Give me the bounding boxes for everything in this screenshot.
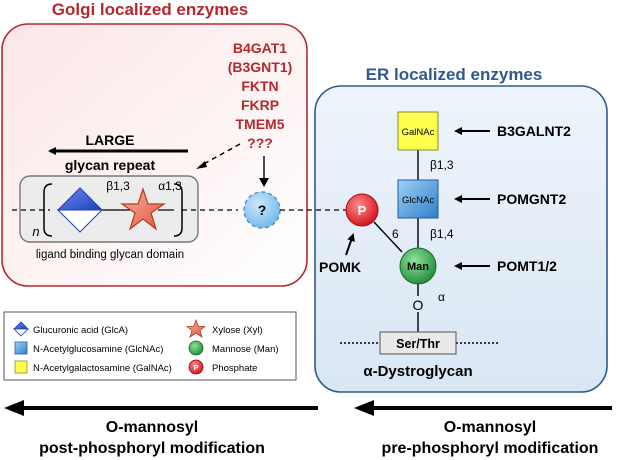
bond-b13-label: β1,3	[430, 158, 454, 172]
golgi-enzyme-fkrp: FKRP	[241, 97, 279, 113]
galnac-label: GalNAc	[402, 127, 435, 138]
bond-6-label: 6	[392, 227, 399, 241]
large-label: LARGE	[86, 132, 135, 148]
mannose-circle-icon	[399, 247, 437, 285]
legend-phosphate-icon	[188, 359, 204, 375]
legend-glca-label: Glucuronic acid (GlcA)	[33, 325, 128, 336]
glca-xyl-bond-label: β1,3	[106, 179, 130, 193]
legend-star-icon	[185, 318, 207, 338]
enzyme-pomgnt2: POMGNT2	[497, 191, 566, 207]
dystroglycan-label: α-Dystroglycan	[363, 363, 472, 380]
post-phosphoryl-line2: post-phosphoryl modification	[39, 440, 265, 457]
legend-blue-square-icon	[14, 341, 28, 355]
phosphate-man-bond	[373, 221, 403, 253]
legend-glca: Glucuronic acid (GlcA)	[13, 321, 128, 337]
pomk-arrow	[345, 233, 355, 256]
phosphate-label: P	[358, 203, 367, 218]
post-phosphoryl-arrowhead	[4, 400, 24, 416]
pre-phosphoryl-line2: pre-phosphoryl modification	[382, 440, 599, 457]
legend-glcnac: N-Acetylglucosamine (GlcNAc)	[14, 341, 163, 355]
phosphate-circle-icon	[345, 193, 379, 227]
legend-xylose-label: Xylose (Xyl)	[212, 325, 263, 336]
golgi-title: Golgi localized enzymes	[52, 0, 249, 19]
galnac-square-icon	[397, 111, 439, 151]
golgi-enzyme-b3gnt1: (B3GNT1)	[228, 59, 293, 75]
legend-galnac-label: N-Acetylgalactosamine (GalNAc)	[33, 363, 172, 374]
legend-yellow-square-icon	[14, 360, 28, 374]
glca-diamond-icon	[56, 187, 104, 233]
xylose-star-icon	[120, 187, 166, 231]
glcnac-label: GlcNAc	[402, 195, 434, 206]
o-linkage-label: O	[413, 297, 424, 313]
serthr-box	[379, 331, 457, 355]
bond-alpha-label: α	[438, 290, 445, 304]
legend-phosphate: P Phosphate	[188, 359, 257, 375]
mannose-label: Man	[407, 261, 429, 273]
legend-phosphate-label: Phosphate	[212, 363, 257, 374]
legend-glcnac-label: N-Acetylglucosamine (GlcNAc)	[33, 344, 163, 355]
pre-phosphoryl-arrowhead	[354, 400, 374, 416]
er-title: ER localized enzymes	[366, 65, 543, 84]
glcnac-square-icon	[397, 179, 439, 219]
enzyme-to-unknown-arrowhead	[259, 178, 269, 187]
enzyme-to-repeat-arrowhead	[196, 161, 207, 169]
golgi-enzyme-tmem5: TMEM5	[236, 116, 285, 132]
post-phosphoryl-line1: O-mannosyl	[106, 419, 198, 436]
legend-mannose: Mannose (Man)	[188, 340, 279, 356]
repeat-left-bracket	[43, 183, 53, 237]
legend-phosphate-symbol: P	[193, 363, 198, 372]
pre-phosphoryl-line1: O-mannosyl	[444, 419, 536, 436]
glycan-repeat-label: glycan repeat	[65, 157, 156, 173]
enzyme-b3galnt2: B3GALNT2	[497, 123, 571, 139]
golgi-enzyme-fktn: FKTN	[241, 78, 278, 94]
enzyme-to-repeat-arrow	[199, 143, 241, 167]
legend-green-circle-icon	[188, 340, 204, 356]
legend-mannose-label: Mannose (Man)	[212, 344, 279, 355]
er-panel	[314, 85, 608, 393]
enzyme-pomk: POMK	[319, 259, 361, 275]
golgi-enzyme-unknown: ???	[247, 135, 273, 151]
bond-b14-label: β1,4	[430, 227, 454, 241]
legend-xylose: Xylose (Xyl)	[185, 318, 263, 338]
ligand-domain-label: ligand binding glycan domain	[36, 249, 184, 261]
legend-box	[3, 311, 297, 381]
enzyme-pomt: POMT1/2	[497, 258, 557, 274]
golgi-enzyme-b4gat1: B4GAT1	[233, 40, 287, 56]
legend-galnac: N-Acetylgalactosamine (GalNAc)	[14, 360, 172, 374]
serthr-label: Ser/Thr	[396, 337, 440, 351]
unknown-sugar-label: ?	[258, 202, 267, 218]
xyl-bond-label: α1,3	[158, 179, 182, 193]
repeat-n-label: n	[32, 224, 39, 239]
